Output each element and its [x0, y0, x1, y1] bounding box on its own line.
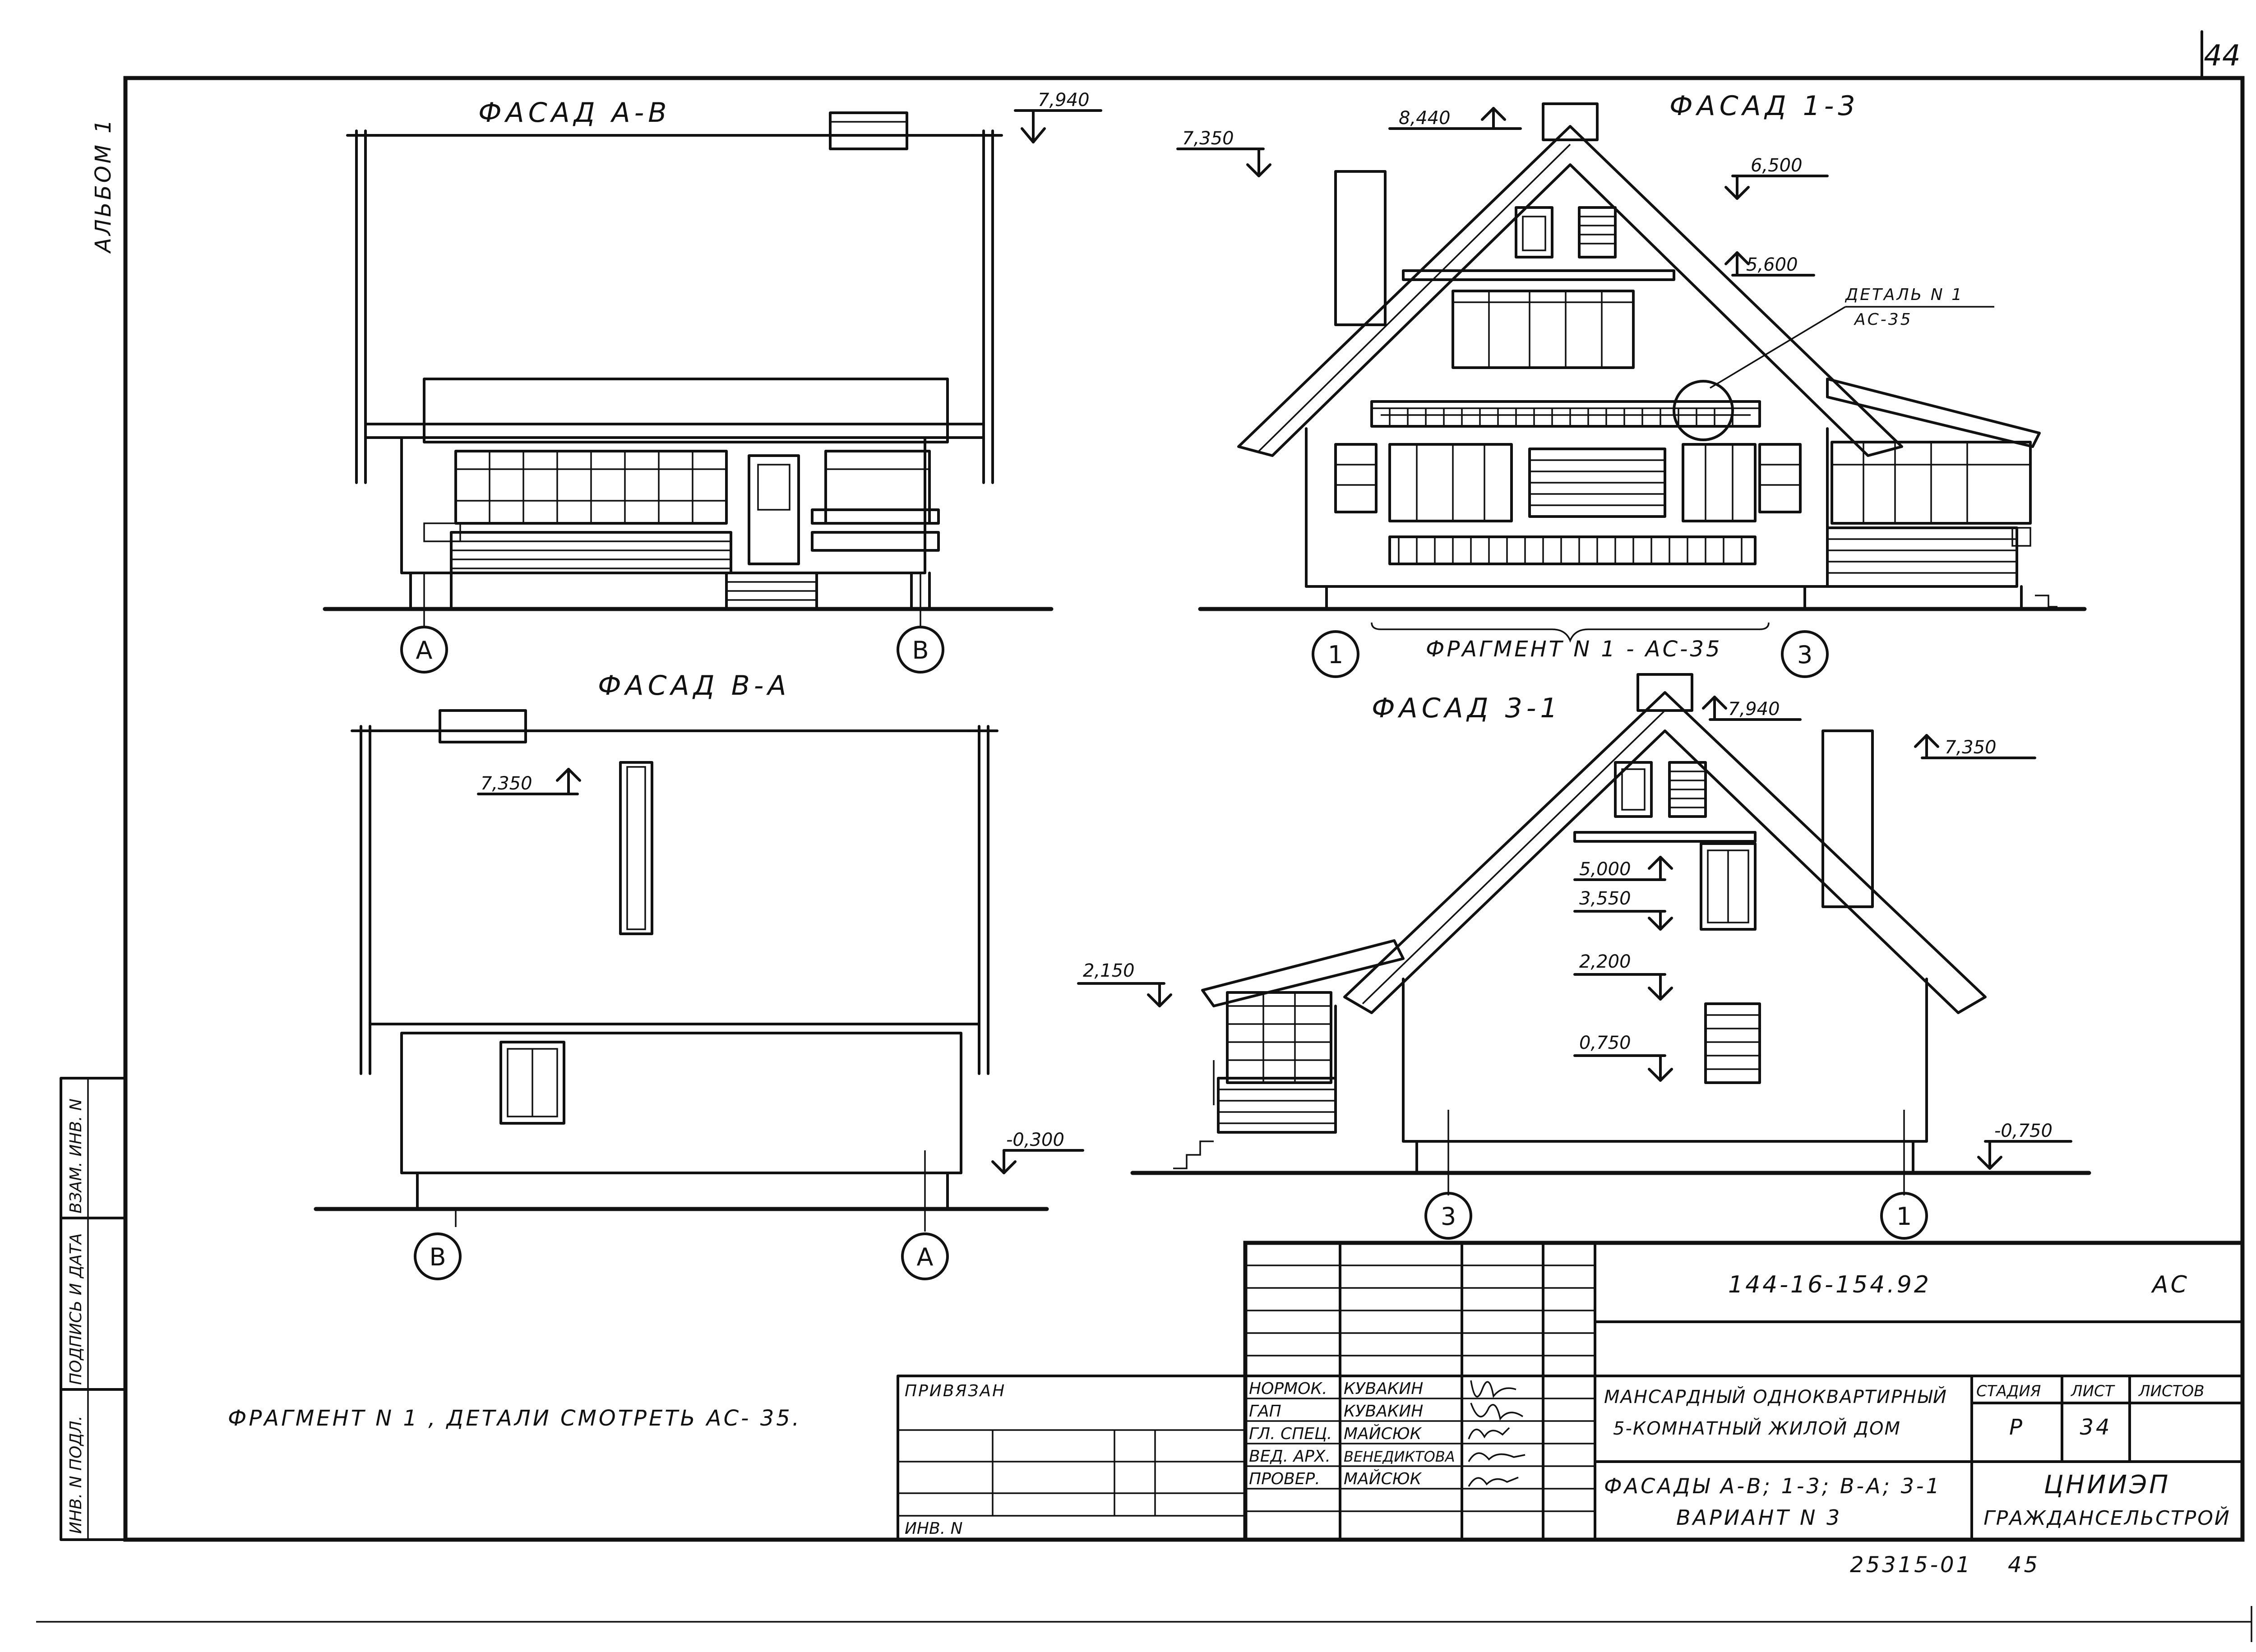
title-code: 144-16-154.92: [1728, 1271, 1931, 1298]
facade-31-level-2150: 2,150: [1083, 960, 1135, 981]
sheets-label: ЛИСТОВ: [2138, 1382, 2205, 1400]
facade-ba-level-top: 7,350: [481, 773, 532, 794]
facade-31-title: ФАСАД 3-1: [1372, 692, 1562, 724]
role-gap: ГАП: [1249, 1402, 1281, 1421]
project-title-line-1: МАНСАРДНЫЙ ОДНОКВАРТИРНЫЙ: [1604, 1386, 1947, 1407]
detail-ref: АС-35: [1854, 310, 1913, 329]
facade-13-title: ФАСАД 1-3: [1669, 90, 1859, 122]
facade-31-level-0750: 0,750: [1579, 1033, 1631, 1053]
stage-value: Р: [2009, 1415, 2025, 1440]
facade-31-axis-left: 3: [1441, 1202, 1456, 1231]
facade-ab-axis-right: В: [912, 636, 929, 664]
facade-ba-axis-left: В: [429, 1243, 446, 1271]
name-gap: КУВАКИН: [1344, 1402, 1423, 1421]
margin-label-vzam: ВЗАМ. ИНВ. N: [67, 1098, 85, 1214]
left-margin-stamp: [60, 1077, 127, 1541]
page-number: 44: [2204, 39, 2240, 73]
sheet-title-line-2: ВАРИАНТ N 3: [1676, 1505, 1842, 1530]
facade-31: [1077, 673, 2091, 1240]
fragment-note: ФРАГМЕНТ N 1 , ДЕТАЛИ СМОТРЕТЬ АС- 35.: [228, 1406, 801, 1431]
sheet-title-line-1: ФАСАДЫ А-В; 1-3; В-А; 3-1: [1604, 1474, 1942, 1498]
org-line-2: ГРАЖДАНСЕЛЬСТРОЙ: [1983, 1506, 2231, 1530]
margin-label-inv-podl: ИНВ. N ПОДЛ.: [67, 1416, 85, 1534]
sheet-value: 34: [2080, 1415, 2112, 1440]
name-prover: МАЙСЮК: [1344, 1469, 1422, 1488]
facade-ba-level-ground: -0,300: [1006, 1130, 1064, 1150]
facade-13-level-8440: 8,440: [1399, 108, 1451, 129]
facade-31-axis-right: 1: [1896, 1202, 1912, 1231]
role-gl-spec: ГЛ. СПЕЦ.: [1249, 1425, 1332, 1443]
facade-31-level-7350: 7,350: [1945, 737, 1997, 758]
name-ved-arh: ВЕНЕДИКТОВА: [1344, 1448, 1455, 1465]
album-label: АЛЬБОМ 1: [91, 117, 116, 254]
facade-ba-title: ФАСАД В-А: [598, 670, 790, 701]
detail-label: ДЕТАЛЬ N 1: [1845, 286, 1964, 304]
facade-13-level-7350: 7,350: [1182, 128, 1234, 149]
org-line-1: ЦНИИЭП: [2044, 1470, 2171, 1500]
facade-13-axis-left: 1: [1328, 641, 1343, 669]
margin-label-podpis: ПОДПИСЬ И ДАТА: [67, 1233, 85, 1385]
facade-13-axis-right: 3: [1797, 641, 1812, 669]
role-ved-arh: ВЕД. АРХ.: [1249, 1447, 1331, 1466]
facade-ab-level: 7,940: [1038, 90, 1090, 111]
bottom-number: 45: [2008, 1552, 2040, 1578]
role-prover: ПРОВЕР.: [1249, 1470, 1320, 1488]
bottom-code: 25315-01: [1850, 1552, 1972, 1578]
facade-ba-axis-right: А: [917, 1243, 934, 1271]
facade-13: [1176, 102, 2087, 678]
title-mark: АС: [2151, 1271, 2189, 1298]
privyazan-inv-label: ИНВ. N: [905, 1519, 963, 1538]
facade-13-level-6500: 6,500: [1751, 155, 1803, 176]
facade-13-level-5600: 5,600: [1746, 254, 1798, 275]
privyazan-stamp: [897, 1375, 1247, 1541]
facade-31-level-3550: 3,550: [1579, 888, 1631, 909]
project-title-line-2: 5-КОМНАТНЫЙ ЖИЛОЙ ДОМ: [1613, 1417, 1901, 1439]
privyazan-label: ПРИВЯЗАН: [905, 1382, 1006, 1400]
facade-ab: [323, 109, 1102, 674]
fragment-label: ФРАГМЕНТ N 1 - АС-35: [1426, 637, 1722, 662]
title-block: [1243, 1241, 2245, 1542]
facade-31-level-ground: -0,750: [1994, 1121, 2053, 1141]
facade-31-level-7940: 7,940: [1728, 699, 1780, 720]
sheet-label: ЛИСТ: [2070, 1382, 2115, 1400]
role-normok: НОРМОК.: [1249, 1380, 1327, 1398]
facade-31-level-5000: 5,000: [1579, 859, 1631, 880]
name-gl-spec: МАЙСЮК: [1344, 1424, 1422, 1443]
facade-ab-title: ФАСАД А-В: [478, 97, 670, 129]
facade-ab-axis-left: А: [416, 636, 433, 664]
name-normok: КУВАКИН: [1344, 1380, 1423, 1398]
stage-label: СТАДИЯ: [1976, 1382, 2041, 1400]
facade-31-level-2200: 2,200: [1579, 951, 1631, 972]
facade-ba: [314, 709, 1084, 1280]
